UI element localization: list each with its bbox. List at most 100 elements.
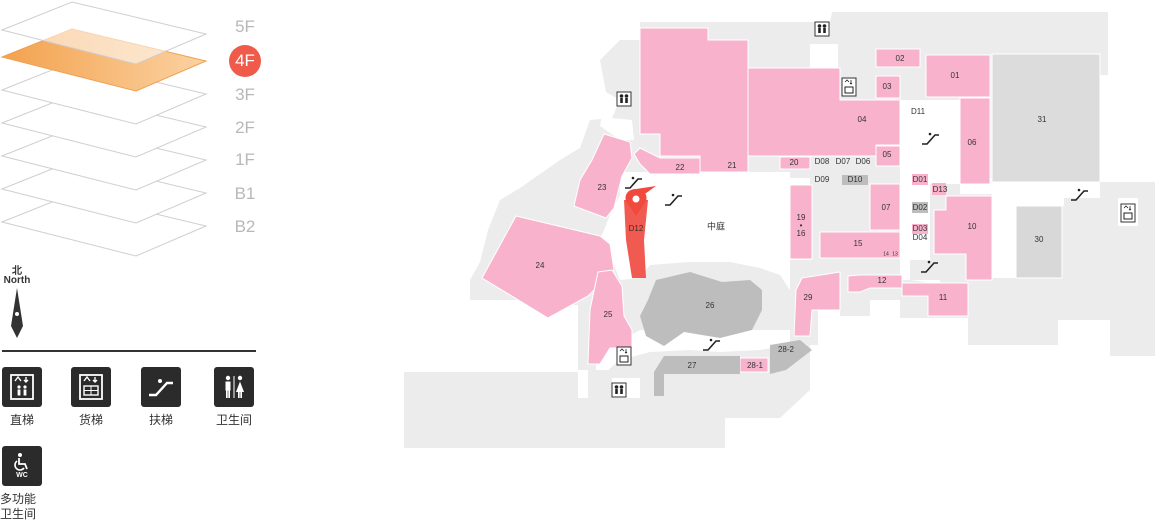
legend-restroom: 卫生间: [206, 367, 262, 428]
svg-text:D10: D10: [848, 175, 863, 184]
svg-text:01: 01: [951, 71, 960, 80]
shop-12[interactable]: 12: [847, 274, 903, 293]
escalator-icon[interactable]: [625, 176, 642, 189]
shop-03[interactable]: 03: [875, 75, 901, 99]
floor-plate-1f[interactable]: [0, 127, 208, 191]
svg-text:10: 10: [968, 222, 977, 231]
kiosk-d10[interactable]: D10: [842, 175, 868, 185]
floor-2f-button[interactable]: 2F: [235, 118, 255, 137]
escalator-icon[interactable]: [1071, 188, 1088, 201]
svg-text:06: 06: [968, 138, 977, 147]
floor-plate-b1[interactable]: [0, 160, 208, 224]
escalator-icon[interactable]: [921, 260, 938, 273]
svg-text:04: 04: [858, 115, 867, 124]
floor-3f-button[interactable]: 3F: [235, 85, 255, 104]
shop-10[interactable]: 10: [933, 195, 993, 281]
shop-02[interactable]: 02: [875, 48, 921, 68]
legend-label: 多功能卫生间: [0, 492, 37, 521]
svg-text:24: 24: [536, 261, 545, 270]
shop-28-2: 28-2: [770, 340, 812, 374]
map-icons: [611, 21, 1136, 398]
north-compass: 北 North: [0, 262, 34, 342]
svg-text:28-1: 28-1: [747, 361, 764, 370]
svg-text:26: 26: [706, 301, 715, 310]
svg-text:13: 13: [892, 251, 898, 257]
shop-15[interactable]: 15: [819, 231, 901, 259]
shop-26: 26: [640, 272, 762, 346]
kiosk-d08[interactable]: D08: [815, 157, 830, 166]
floor-4f-button[interactable]: 4F: [229, 45, 261, 77]
legend-divider: [2, 350, 256, 352]
shop-06[interactable]: 06: [959, 97, 991, 185]
escalator-icon[interactable]: [922, 132, 939, 145]
freight-elevator-icon: [71, 367, 111, 407]
escalator-icon[interactable]: [665, 193, 682, 206]
freight-elevator-icon[interactable]: [841, 77, 857, 97]
svg-text:22: 22: [676, 163, 685, 172]
legend-freight-elevator: 货梯: [63, 367, 119, 428]
svg-text:D07: D07: [836, 157, 851, 166]
shop-25[interactable]: 25: [587, 269, 633, 365]
freight-elevator-icon[interactable]: [616, 346, 632, 366]
shop-29[interactable]: 29: [793, 271, 841, 337]
legend-escalator: 扶梯: [133, 367, 189, 428]
floor-plate-b2[interactable]: [0, 193, 208, 257]
floor-1f-button[interactable]: 1F: [235, 150, 255, 169]
shop-07[interactable]: 07: [869, 183, 901, 231]
freight-elevator-icon[interactable]: [1120, 203, 1136, 223]
kiosk-d07[interactable]: D07: [836, 157, 851, 166]
kiosk-d06[interactable]: D06: [856, 157, 871, 166]
kiosk-d09[interactable]: D09: [815, 175, 830, 184]
floor-stack-graphic: [0, 1, 208, 257]
shop-20[interactable]: 20: [779, 156, 811, 170]
svg-text:15: 15: [854, 239, 863, 248]
svg-text:D08: D08: [815, 157, 830, 166]
svg-text:28-2: 28-2: [778, 345, 795, 354]
shop-19-16[interactable]: 19•16: [789, 184, 813, 260]
floor-plate-5f[interactable]: [0, 1, 208, 65]
floor-selector: 5F 4F 3F 2F 1F B1 B2: [0, 0, 262, 260]
svg-text:03: 03: [883, 82, 892, 91]
restroom-icon[interactable]: [814, 21, 830, 37]
shop-04[interactable]: 04: [747, 67, 901, 157]
kiosk-d13[interactable]: D13: [932, 183, 948, 195]
kiosk-d11[interactable]: D11: [911, 107, 926, 116]
svg-text:D06: D06: [856, 157, 871, 166]
svg-text:11: 11: [939, 293, 948, 302]
svg-text:19: 19: [797, 213, 806, 222]
kiosks: D01 D02 D03 D04 D06 D07 D08 D09 D10 D11 …: [815, 107, 948, 257]
kiosk-d03[interactable]: D03: [912, 224, 928, 234]
floor-plate-2f[interactable]: [0, 94, 208, 158]
svg-text:D13: D13: [933, 185, 948, 194]
floor-b2-button[interactable]: B2: [234, 217, 256, 236]
kiosk-d01[interactable]: D01: [912, 174, 928, 185]
kiosk-d04[interactable]: D04: [913, 233, 928, 242]
svg-text:07: 07: [882, 203, 891, 212]
floor-plate-3f[interactable]: [0, 61, 208, 125]
svg-text:05: 05: [883, 150, 892, 159]
shop-01[interactable]: 01: [925, 54, 991, 98]
floor-b1-button[interactable]: B1: [234, 184, 256, 203]
shop-23[interactable]: 23: [573, 133, 633, 219]
svg-text:02: 02: [896, 54, 905, 63]
escalator-icon[interactable]: [703, 338, 720, 351]
atrium-label: 中庭: [707, 220, 725, 231]
compass-needle-icon: [11, 288, 23, 338]
location-marker-icon: [625, 186, 656, 216]
shop-31: 31: [991, 53, 1101, 183]
kiosk-d02[interactable]: D02: [912, 202, 928, 213]
selected-unit-d12[interactable]: D12: [624, 200, 648, 278]
svg-text:D03: D03: [913, 224, 928, 233]
shop-11[interactable]: 11: [901, 282, 969, 317]
restroom-icon[interactable]: [611, 382, 627, 398]
svg-text:31: 31: [1038, 115, 1047, 124]
restroom-icon[interactable]: [616, 91, 632, 107]
shop-28-1[interactable]: 28-1: [739, 357, 769, 373]
floor-5f-button[interactable]: 5F: [235, 17, 255, 36]
shop-05[interactable]: 05: [875, 145, 901, 167]
shop-22[interactable]: 22: [633, 147, 701, 175]
wc-label: WC: [16, 472, 28, 479]
legend-label: 扶梯: [148, 413, 173, 427]
escalator-icon: [141, 367, 181, 407]
